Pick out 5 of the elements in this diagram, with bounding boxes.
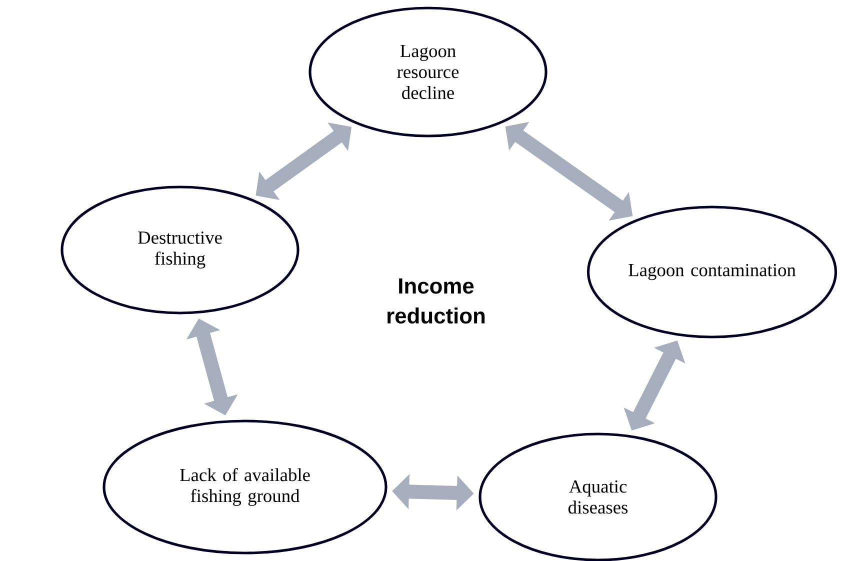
ellipse-node: Lagoon contamination	[586, 206, 838, 338]
center-label: Income reduction	[388, 278, 485, 324]
ellipse-node: Lack of available fishing ground	[102, 420, 388, 554]
ellipse-node: Lagoon resource decline	[308, 6, 548, 138]
ellipse-node: Destructive fishing	[60, 186, 300, 314]
